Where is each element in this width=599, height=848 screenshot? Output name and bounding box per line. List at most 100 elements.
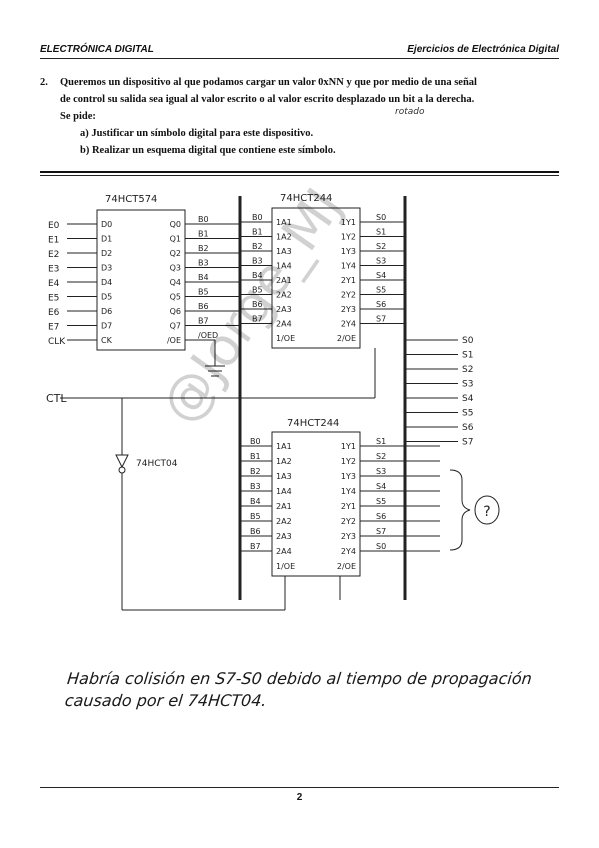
- buffer2-box: [271, 431, 361, 577]
- section-rule-top: [40, 171, 559, 173]
- ff-q-label: B2: [198, 244, 209, 253]
- ctl-label: CTL: [46, 392, 67, 405]
- ff-q-label: B6: [198, 302, 209, 311]
- buf1-out-label: S2: [376, 242, 386, 251]
- ff-pin-in: D6: [101, 307, 112, 316]
- buf2-out-label: S0: [376, 542, 386, 551]
- buf2-pin-left: 1A4: [276, 487, 292, 496]
- ff-pin-out: Q0: [170, 220, 181, 229]
- buf1-pin-right: 2Y4: [341, 320, 356, 329]
- ff-pin-in: D4: [101, 278, 112, 287]
- page-number: 2: [296, 792, 303, 803]
- ff-pin-out: Q1: [170, 235, 181, 244]
- buf2-pin-left: 2A3: [276, 532, 292, 541]
- bus-output-label: S1: [462, 351, 473, 361]
- flipflop-title: 74HCT574: [105, 194, 157, 205]
- footer-rule: [40, 787, 559, 788]
- buf2-pin-right: 2Y1: [341, 502, 356, 511]
- buf1-in-label: B5: [252, 286, 263, 295]
- bus-output-label: S3: [462, 380, 473, 390]
- ff-input-label: E7: [48, 323, 59, 333]
- ff-pin-out: Q2: [170, 249, 181, 258]
- buf1-in-label: B3: [252, 257, 263, 266]
- buf1-out-label: S4: [376, 271, 386, 280]
- buf1-pin-left: 1A1: [276, 218, 292, 227]
- buf1-in-label: B4: [252, 271, 263, 280]
- buffer1-box: [271, 207, 361, 349]
- inverter-label: 74HCT04: [136, 459, 178, 469]
- brace-question-mark: ?: [483, 504, 490, 520]
- flipflop-box: [96, 209, 186, 351]
- buf2-out-label: S1: [376, 437, 386, 446]
- buffer2-title: 74HCT244: [287, 418, 339, 429]
- buf2-in-label: B5: [250, 512, 261, 521]
- buf2-in-label: B3: [250, 482, 261, 491]
- buf2-pin-left: 1A1: [276, 442, 292, 451]
- header-rule: [40, 58, 559, 59]
- ff-q-label: B7: [198, 317, 209, 326]
- buf2-out-label: S3: [376, 467, 386, 476]
- buf1-pin-left: 1A4: [276, 262, 292, 271]
- ff-pin-out: Q5: [170, 293, 181, 302]
- buf1-pin-left: 1/OE: [276, 334, 295, 343]
- bus-output-label: S2: [462, 365, 473, 375]
- header-left: ELECTRÓNICA DIGITAL: [40, 44, 154, 55]
- ff-q-label: B3: [198, 259, 209, 268]
- ff-input-label: E1: [48, 236, 59, 246]
- ff-input-label: E3: [48, 265, 59, 275]
- buf2-out-label: S7: [376, 527, 386, 536]
- ff-input-label: CLK: [48, 337, 66, 347]
- buf2-pin-right: 1Y3: [341, 472, 356, 481]
- buf2-pin-right: 1Y1: [341, 442, 356, 451]
- bus-output-label: S4: [462, 394, 474, 404]
- section-rule-bottom: [40, 175, 559, 176]
- ff-q-label: B4: [198, 273, 209, 282]
- ff-input-label: E6: [48, 308, 60, 318]
- buf2-in-label: B7: [250, 542, 261, 551]
- ff-pin-out: Q6: [170, 307, 181, 316]
- buf2-pin-left: 2A4: [276, 547, 292, 556]
- ff-pin-in: CK: [101, 336, 113, 345]
- bus-output-label: S6: [462, 423, 474, 433]
- ff-pin-in: D7: [101, 322, 112, 331]
- buf1-pin-right: 2Y2: [341, 291, 356, 300]
- ff-pin-in: D2: [101, 249, 112, 258]
- bus-output-label: S0: [462, 336, 474, 346]
- buf2-in-label: B4: [250, 497, 261, 506]
- ff-input-label: E4: [48, 279, 60, 289]
- buf2-pin-left: 1/OE: [276, 562, 295, 571]
- buf2-in-label: B0: [250, 437, 261, 446]
- ff-pin-out: Q7: [170, 322, 181, 331]
- buf1-in-label: B7: [252, 315, 263, 324]
- buf1-pin-left: 2A4: [276, 320, 292, 329]
- buf2-in-label: B2: [250, 467, 261, 476]
- buf1-pin-left: 2A2: [276, 291, 292, 300]
- question-line-3: Se pide:: [60, 111, 96, 122]
- buf1-pin-left: 1A3: [276, 247, 292, 256]
- buf2-pin-left: 2A1: [276, 502, 292, 511]
- bus-output-label: S5: [462, 409, 473, 419]
- buf1-pin-right: 1Y4: [341, 262, 356, 271]
- bus-output-label: S7: [462, 438, 473, 448]
- buf1-in-label: B6: [252, 300, 263, 309]
- buf1-out-label: S0: [376, 213, 386, 222]
- ff-pin-in: D0: [101, 220, 112, 229]
- question-block: 2. Queremos un dispositivo al que podamo…: [40, 74, 562, 159]
- buf2-pin-left: 1A3: [276, 472, 292, 481]
- buf2-pin-right: 1Y2: [341, 457, 356, 466]
- buf1-pin-right: 2/OE: [337, 334, 356, 343]
- buf1-out-label: S6: [376, 300, 386, 309]
- buf2-pin-right: 2Y2: [341, 517, 356, 526]
- buf2-out-label: S4: [376, 482, 386, 491]
- buf1-in-label: B1: [252, 228, 263, 237]
- question-line-1: Queremos un dispositivo al que podamos c…: [60, 77, 477, 88]
- ff-input-label: E5: [48, 294, 59, 304]
- buf2-pin-right: 2Y4: [341, 547, 356, 556]
- buf2-pin-right: 2Y3: [341, 532, 356, 541]
- ff-q-label: B1: [198, 230, 209, 239]
- buf1-pin-right: 1Y1: [341, 218, 356, 227]
- question-item-b: b) Realizar un esquema digital que conti…: [80, 145, 336, 156]
- buf1-out-label: S7: [376, 315, 386, 324]
- buf1-pin-left: 2A3: [276, 305, 292, 314]
